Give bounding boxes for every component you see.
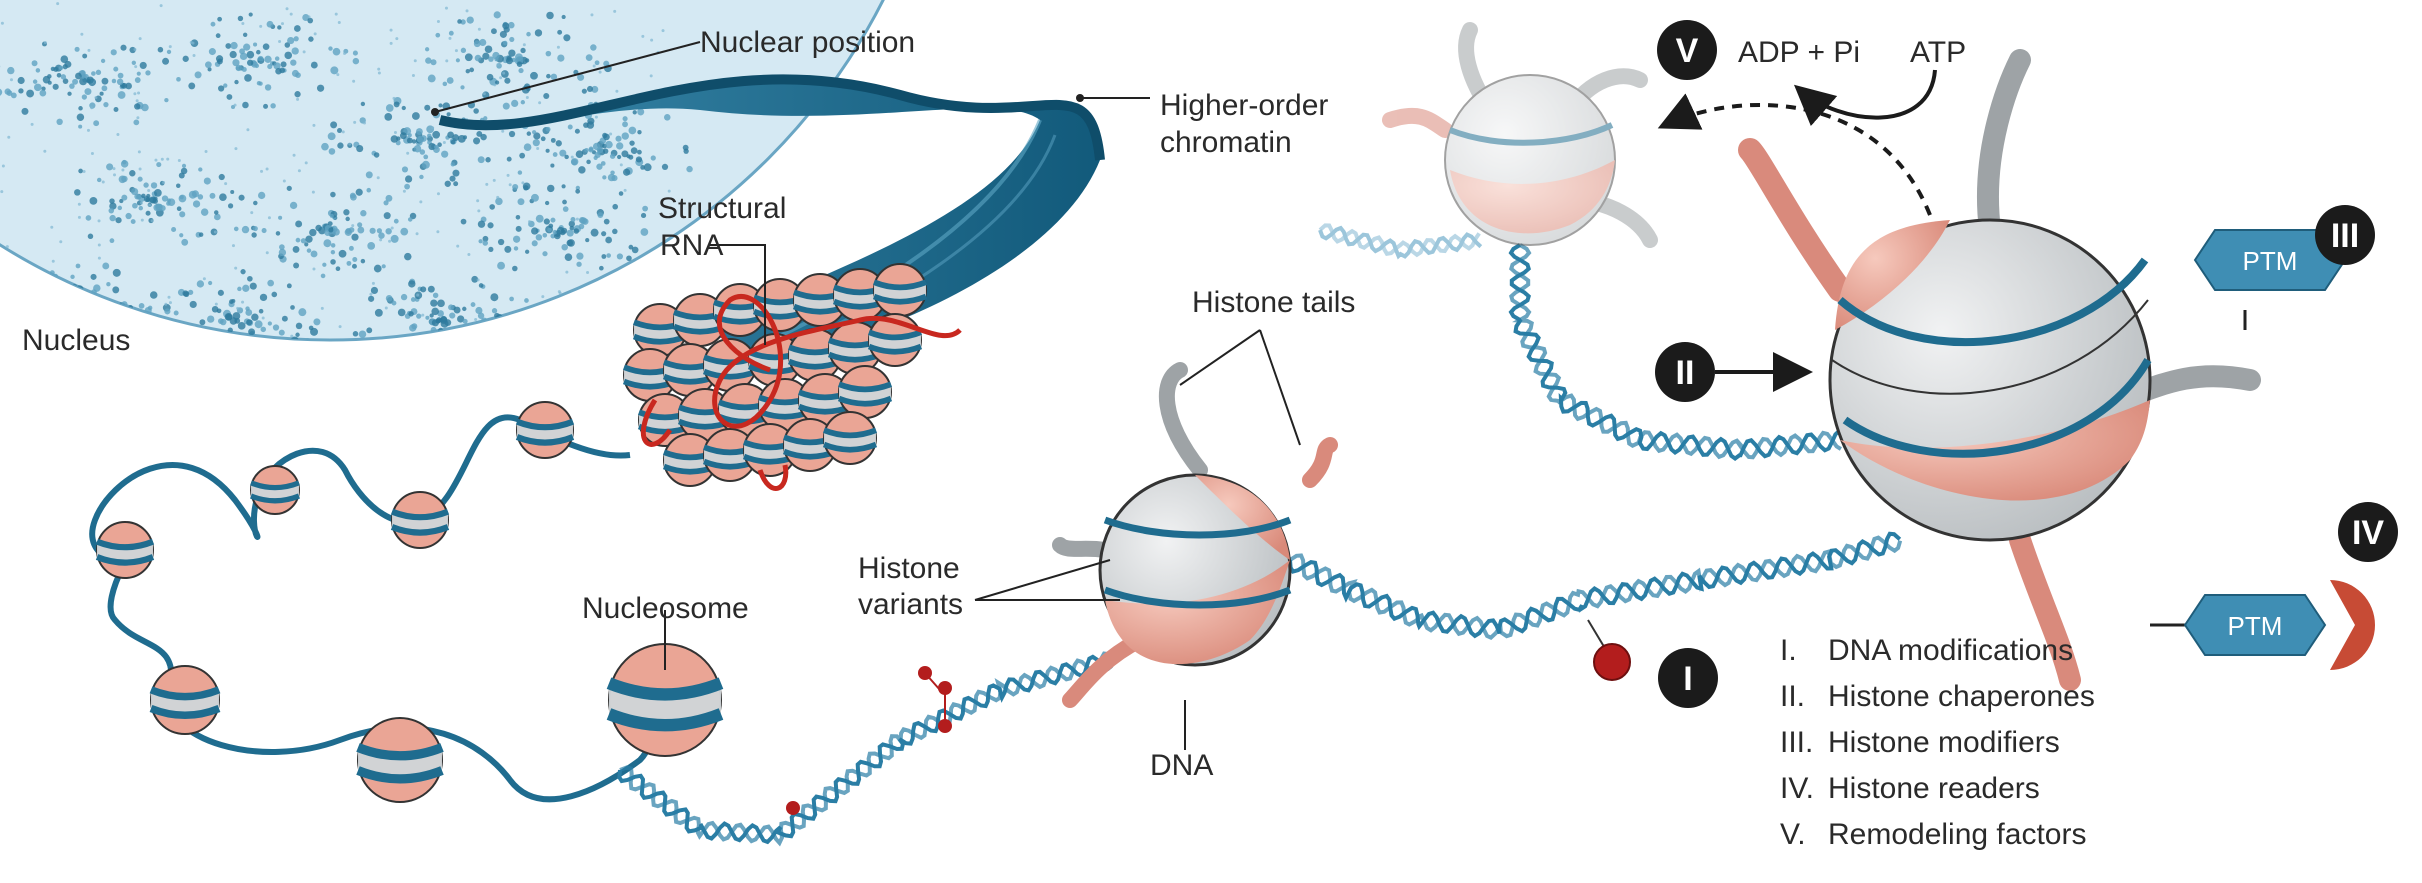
nucleosome-bead bbox=[515, 401, 575, 459]
label-nucleus: Nucleus bbox=[22, 324, 130, 357]
svg-text:IV: IV bbox=[2352, 514, 2384, 552]
label-structural-2: RNA bbox=[660, 229, 723, 262]
legend-item: IV. Histone readers bbox=[1780, 772, 2040, 805]
ptm-label-1: PTM bbox=[2243, 246, 2298, 276]
ptm-modifier-tag: PTM bbox=[2193, 229, 2347, 330]
label-structural-1: Structural bbox=[658, 192, 786, 225]
legend-item: II. Histone chaperones bbox=[1780, 680, 2095, 713]
label-histone-variants-2: variants bbox=[858, 588, 963, 621]
large-nucleosome bbox=[1738, 49, 2261, 691]
dna-methyl-marks bbox=[786, 666, 952, 815]
badge-v: V bbox=[1657, 20, 1717, 80]
badge-iv: IV bbox=[2338, 502, 2398, 562]
label-dna: DNA bbox=[1150, 749, 1213, 782]
ptm-label-2: PTM bbox=[2228, 611, 2283, 641]
nucleosome-bead bbox=[837, 365, 893, 419]
label-nucleosome: Nucleosome bbox=[582, 592, 749, 625]
legend: I. DNA modifications II. Histone chapero… bbox=[1780, 634, 2095, 851]
nucleosome-bead bbox=[827, 321, 883, 375]
compact-chromatin-cluster bbox=[622, 263, 928, 487]
nucleosome-bead bbox=[390, 491, 450, 549]
legend-item: V. Remodeling factors bbox=[1780, 818, 2086, 851]
histone-reader bbox=[2330, 580, 2375, 670]
ptm-reader-tag: PTM bbox=[2150, 580, 2375, 670]
dna-double-helix bbox=[617, 223, 1903, 847]
badge-ii: II bbox=[1655, 342, 1715, 402]
svg-text:III: III bbox=[2331, 217, 2359, 255]
structural-rna bbox=[712, 294, 962, 429]
label-higher-order-1: Higher-order bbox=[1160, 89, 1328, 122]
nucleosome-bead bbox=[95, 521, 155, 579]
svg-text:III.: III. bbox=[1780, 726, 1813, 759]
label-histone-variants-1: Histone bbox=[858, 552, 960, 585]
nucleosome-bead bbox=[606, 643, 724, 757]
dna-modification-mark bbox=[1587, 619, 1631, 681]
svg-text:V.: V. bbox=[1780, 818, 1806, 851]
nucleosome-bead bbox=[822, 411, 878, 465]
svg-text:Remodeling factors: Remodeling factors bbox=[1828, 818, 2086, 851]
svg-text:I: I bbox=[1683, 660, 1692, 698]
svg-text:Histone modifiers: Histone modifiers bbox=[1828, 726, 2060, 759]
svg-text:DNA modifications: DNA modifications bbox=[1828, 634, 2073, 667]
label-histone-tails: Histone tails bbox=[1192, 286, 1355, 319]
remodeled-nucleosome bbox=[1382, 22, 1658, 248]
nucleosome-bead bbox=[872, 263, 928, 317]
nucleosome-bead bbox=[742, 423, 798, 477]
label-higher-order-2: chromatin bbox=[1160, 126, 1292, 159]
beads-on-string-nucleosomes bbox=[95, 401, 724, 803]
svg-text:IV.: IV. bbox=[1780, 772, 1814, 805]
svg-text:V: V bbox=[1676, 32, 1699, 70]
remodeling-dashed-arrow bbox=[1657, 93, 1932, 216]
leader-lines bbox=[431, 41, 1813, 750]
badge-i: I bbox=[1658, 648, 1718, 708]
badge-iii: III bbox=[2315, 205, 2375, 265]
label-nuclear-position: Nuclear position bbox=[700, 26, 915, 59]
svg-text:II.: II. bbox=[1780, 680, 1805, 713]
svg-text:II: II bbox=[1676, 354, 1695, 392]
nucleosome-bead bbox=[356, 717, 444, 803]
svg-text:I.: I. bbox=[1780, 634, 1797, 667]
atp-hydrolysis-arrow bbox=[1793, 69, 1937, 127]
label-adp-pi: ADP + Pi bbox=[1738, 36, 1860, 69]
legend-item: I. DNA modifications bbox=[1780, 634, 2073, 667]
label-atp: ATP bbox=[1910, 36, 1966, 69]
structural-rna-loop bbox=[640, 398, 789, 491]
svg-text:Histone readers: Histone readers bbox=[1828, 772, 2040, 805]
legend-item: III. Histone modifiers bbox=[1780, 726, 2060, 759]
nucleosome-bead bbox=[149, 665, 221, 735]
svg-text:Histone chaperones: Histone chaperones bbox=[1828, 680, 2095, 713]
center-nucleosome bbox=[1052, 362, 1338, 708]
nucleosome-bead bbox=[250, 465, 300, 515]
nucleosome-bead bbox=[662, 433, 718, 487]
